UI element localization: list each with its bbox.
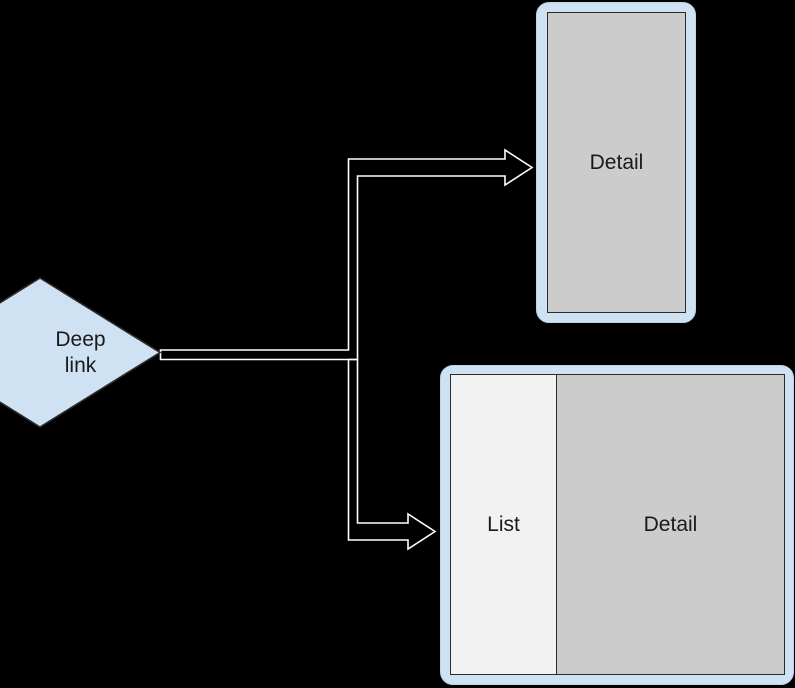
edge-deeplink-to-phone xyxy=(159,148,534,361)
node-deep-link[interactable]: Deep link xyxy=(0,277,161,428)
tablet-screen: List Detail xyxy=(450,374,785,675)
edge-deeplink-to-tablet xyxy=(347,358,437,551)
tablet-pane-detail: Detail xyxy=(557,375,784,674)
diamond-icon xyxy=(0,277,161,428)
phone-pane-detail: Detail xyxy=(548,13,685,312)
node-phone-detail[interactable]: Detail xyxy=(536,2,696,323)
phone-screen: Detail xyxy=(547,12,686,313)
node-tablet-list-detail[interactable]: List Detail xyxy=(440,365,794,685)
tablet-pane-list: List xyxy=(451,375,557,674)
